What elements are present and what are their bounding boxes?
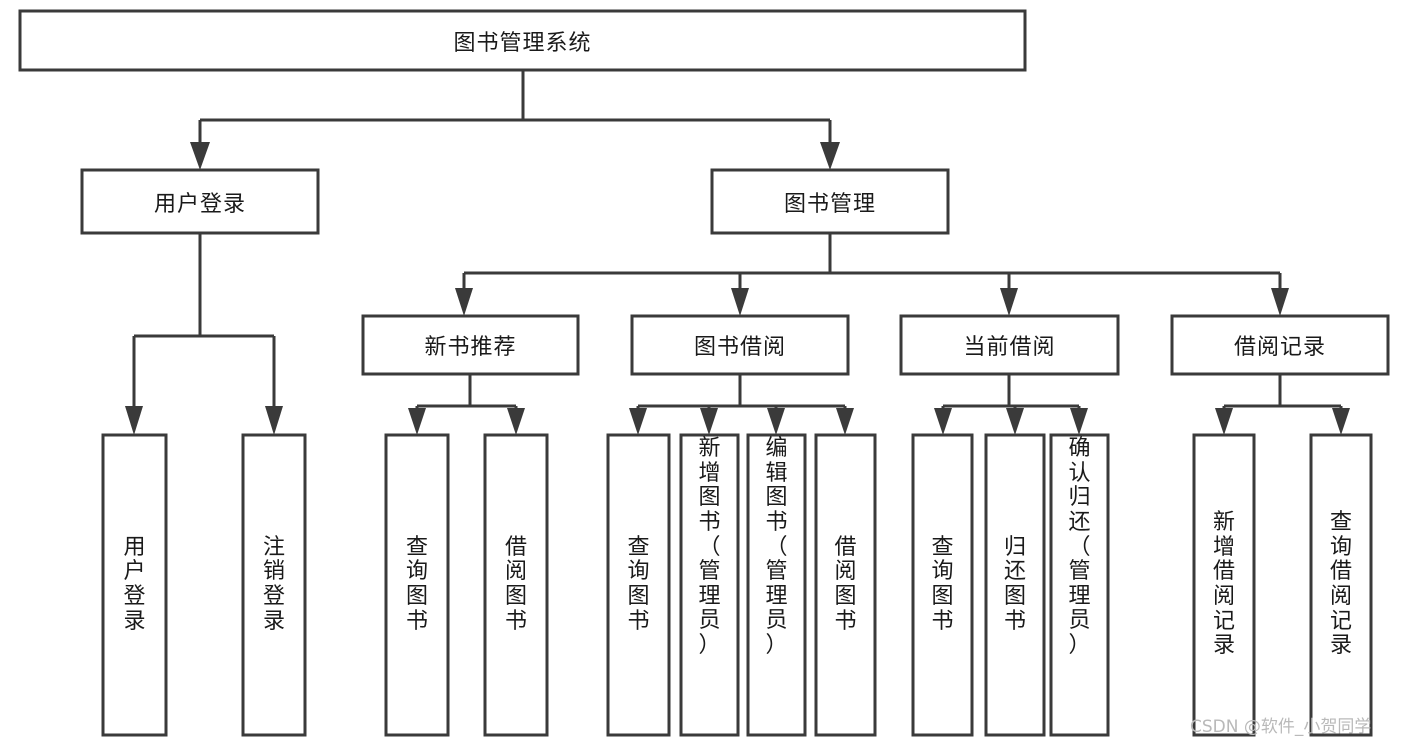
connectors-root-level2 — [190, 70, 840, 170]
arrow-head-leaf-query-borrow-rec — [1332, 408, 1350, 435]
arrow-head-book-borrow — [731, 288, 749, 316]
arrow-head-leaf-query-book-1 — [408, 408, 426, 435]
connectors-book-manage-children — [455, 233, 1289, 316]
node-box-leaf-confirm-return[interactable] — [1049, 433, 1110, 737]
node-box-leaf-query-book-1[interactable] — [384, 433, 450, 737]
node-box-leaf-user-login[interactable] — [101, 433, 168, 737]
node-box-book-borrow[interactable] — [630, 314, 850, 376]
node-box-leaf-query-book-3[interactable] — [911, 433, 974, 737]
arrow-head-leaf-edit-book-admin — [767, 408, 785, 435]
arrow-head-leaf-return-book — [1006, 408, 1024, 435]
node-box-book-manage[interactable] — [710, 168, 950, 235]
arrow-head-new-book-rec — [455, 288, 473, 316]
connectors-borrow-record-children — [1215, 374, 1350, 435]
node-box-leaf-borrow-book-1[interactable] — [483, 433, 549, 737]
arrow-head-current-borrow — [1000, 288, 1018, 316]
node-box-leaf-add-borrow-rec[interactable] — [1192, 433, 1256, 737]
node-box-root[interactable] — [18, 9, 1027, 72]
node-box-new-book-rec[interactable] — [361, 314, 580, 376]
arrow-head-leaf-query-book-3 — [934, 408, 952, 435]
node-box-leaf-return-book[interactable] — [984, 433, 1046, 737]
arrow-head-leaf-user-logout — [265, 406, 283, 435]
node-box-leaf-query-book-2[interactable] — [606, 433, 671, 737]
arrow-head-borrow-record — [1271, 288, 1289, 316]
arrow-head-book-manage — [820, 142, 840, 170]
arrow-head-leaf-query-book-2 — [629, 408, 647, 435]
arrow-head-leaf-add-borrow-rec — [1215, 408, 1233, 435]
arrow-head-leaf-borrow-book-2 — [836, 408, 854, 435]
connectors-new-book-rec-children — [408, 374, 525, 435]
node-box-leaf-borrow-book-2[interactable] — [814, 433, 877, 737]
node-box-current-borrow[interactable] — [899, 314, 1120, 376]
connectors-user-login-children — [125, 233, 283, 435]
arrow-head-leaf-borrow-book-1 — [507, 408, 525, 435]
node-box-leaf-edit-book-admin[interactable] — [746, 433, 807, 737]
arrow-head-leaf-confirm-return — [1070, 408, 1088, 435]
arrow-head-user-login — [190, 142, 210, 170]
node-box-leaf-add-book-admin[interactable] — [679, 433, 740, 737]
node-box-borrow-record[interactable] — [1170, 314, 1390, 376]
connectors-current-borrow-children — [934, 374, 1088, 435]
arrow-head-leaf-user-login — [125, 406, 143, 435]
node-box-leaf-query-borrow-rec[interactable] — [1309, 433, 1373, 737]
node-box-leaf-user-logout[interactable] — [241, 433, 307, 737]
connectors-book-borrow-children — [629, 374, 854, 435]
arrow-head-leaf-add-book-admin — [700, 408, 718, 435]
node-box-user-login[interactable] — [80, 168, 320, 235]
